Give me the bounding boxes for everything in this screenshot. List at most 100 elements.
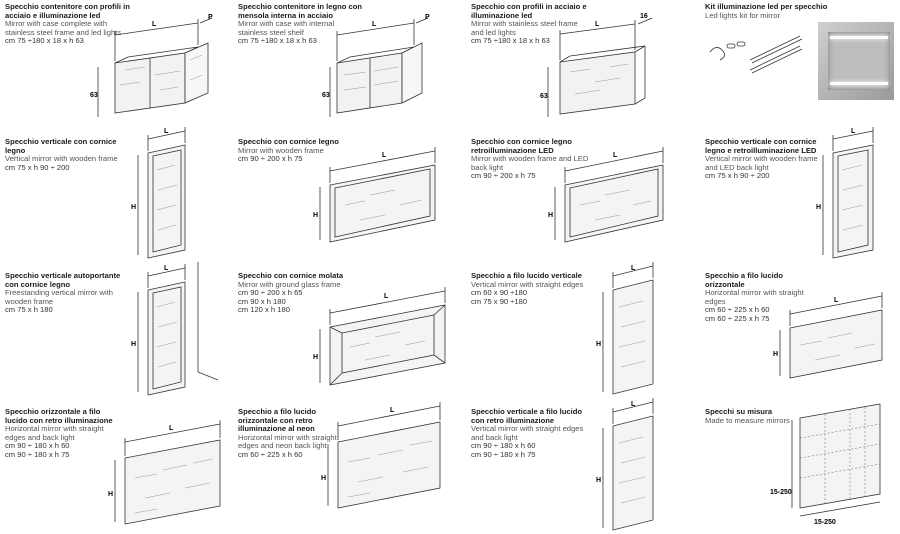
- item-desc-14: Specchio a filo lucido orizzontale con r…: [238, 407, 356, 460]
- dim-height: H: [321, 475, 326, 482]
- item-desc-11: Specchio a filo lucido verticale Vertica…: [471, 271, 589, 306]
- dim-height: H: [816, 204, 821, 211]
- dim-height: 63: [90, 92, 98, 99]
- item-size: cm 75 x 90 ÷180: [471, 296, 528, 306]
- item-desc-3: Specchio con profili in acciaio e illumi…: [471, 2, 591, 46]
- item-desc-1: Specchio contenitore con profili in acci…: [5, 2, 130, 46]
- dim-height: H: [131, 204, 136, 211]
- drawing-horizontal-backlight: L H: [108, 420, 221, 525]
- item-size: cm 60 ÷ 225 x h 60: [238, 449, 303, 459]
- item-size: cm 90 x h 180: [238, 296, 286, 306]
- dim-height: H: [773, 351, 778, 358]
- dim-depth: P: [208, 14, 213, 21]
- item-desc-4: Kit illuminazione led per specchio Led l…: [705, 2, 830, 20]
- dim-width: L: [834, 297, 839, 304]
- dim-height: 63: [540, 93, 548, 100]
- dim-depth: P: [425, 14, 430, 21]
- item-title-it: Specchio verticale con cornice legno e r…: [705, 137, 817, 155]
- dim-height: 63: [322, 92, 330, 99]
- dim-height: H: [131, 341, 136, 348]
- item-size: cm 75 ÷180 x 18 x h 63: [5, 36, 84, 46]
- led-strip-bottom: [830, 82, 888, 85]
- item-title-en: Vertical mirror with straight edges and …: [471, 424, 584, 442]
- item-title-en: Made to measure mirrors: [705, 415, 790, 425]
- item-size: cm 90 ÷ 200 x h 75: [471, 171, 536, 181]
- item-desc-12: Specchio a filo lucido orizzontale Horiz…: [705, 271, 823, 324]
- dim-width: L: [631, 265, 636, 272]
- drawing-horizontal-straight-edge: L H: [773, 292, 883, 379]
- dim-width: L: [595, 21, 600, 28]
- dim-width: L: [169, 425, 174, 432]
- drawing-horizontal-neon: L H: [321, 402, 441, 509]
- item-size: cm 90 ÷ 180 x h 60: [5, 441, 70, 451]
- item-size: cm 60 ÷ 225 x h 60: [705, 305, 770, 315]
- drawing-cabinet-wood: L P 63: [322, 14, 430, 117]
- item-desc-6: Specchio con cornice legno Mirror with w…: [238, 137, 356, 164]
- item-title-it: Specchio con cornice legno retroillumina…: [471, 137, 572, 155]
- item-title-en: Mirror with case with internal stainless…: [238, 19, 335, 37]
- led-kit-components-icon: [709, 35, 803, 74]
- dim-width: L: [164, 265, 169, 272]
- item-title-it: Kit illuminazione led per specchio: [705, 2, 828, 11]
- item-title-it: Specchio verticale a filo lucido con ret…: [471, 407, 582, 425]
- item-title-en: Freestanding vertical mirror with wooden…: [5, 288, 114, 306]
- dim-depth: 16: [640, 13, 648, 20]
- item-size: cm 90 ÷ 180 x h 75: [471, 449, 536, 459]
- drawing-vertical-straight-edge: L H: [596, 262, 654, 395]
- item-title-en: Horizontal mirror with straight edges an…: [5, 424, 104, 442]
- dim-width: L: [851, 128, 856, 135]
- item-size: cm 90 ÷ 200 x h 65: [238, 288, 303, 298]
- item-title-en: Mirror with ground glass frame: [238, 279, 341, 289]
- item-title-it: Specchi su misura: [705, 407, 773, 416]
- dim-width: L: [631, 401, 636, 408]
- item-title-en: Led lights kit for mirror: [705, 10, 781, 20]
- drawing-cabinet-steel: L P 63: [90, 14, 213, 117]
- item-size: cm 75 x h 90 ÷ 200: [5, 162, 70, 172]
- drawing-wood-frame: L H: [313, 147, 436, 243]
- item-desc-13: Specchio orizzontale a filo lucido con r…: [5, 407, 123, 460]
- dim-width: L: [152, 21, 157, 28]
- item-title-it: Specchio orizzontale a filo lucido con r…: [5, 407, 113, 425]
- led-strip-top: [830, 36, 888, 39]
- item-desc-9: Specchio verticale autoportante con corn…: [5, 271, 123, 315]
- dim-height: H: [313, 212, 318, 219]
- drawing-vertical-wood-frame: L H: [131, 127, 186, 259]
- item-title-it: Specchio contenitore in legno con mensol…: [238, 2, 363, 20]
- dim-height: 15-250: [770, 489, 792, 496]
- mirror-panel: [828, 32, 890, 90]
- drawing-wood-frame-led: L H: [548, 147, 664, 243]
- item-title-it: Specchio con cornice legno: [238, 137, 339, 146]
- item-desc-10: Specchio con cornice molata Mirror with …: [238, 271, 356, 315]
- item-desc-8: Specchio verticale con cornice legno e r…: [705, 137, 823, 181]
- item-title-en: Horizontal mirror with straight edges an…: [238, 432, 337, 451]
- item-title-it: Specchio verticale autoportante con corn…: [5, 271, 121, 289]
- item-desc-15: Specchio verticale a filo lucido con ret…: [471, 407, 589, 460]
- dim-height: H: [596, 341, 601, 348]
- item-size: cm 75 ÷180 x 18 x h 63: [238, 36, 317, 46]
- dim-width: L: [384, 293, 389, 300]
- item-size: cm 90 ÷ 180 x h 60: [471, 441, 536, 451]
- item-title-en: Vertical mirror with straight edges: [471, 279, 584, 289]
- item-size: cm 60 ÷ 225 x h 75: [705, 313, 770, 323]
- item-desc-2: Specchio contenitore in legno con mensol…: [238, 2, 363, 46]
- dim-width: L: [382, 152, 387, 159]
- dim-height: H: [548, 212, 553, 219]
- dim-height: H: [313, 354, 318, 361]
- drawing-freestanding-mirror: L H: [131, 262, 219, 396]
- item-title-it: Specchio con cornice molata: [238, 271, 344, 280]
- drawing-mirror-steel-led: L 16 63: [540, 13, 653, 117]
- item-title-en: Vertical mirror with wooden frame: [5, 154, 118, 164]
- dim-width: L: [164, 128, 169, 135]
- item-title-en: Mirror with stainless steel frame and le…: [471, 19, 578, 37]
- item-desc-16: Specchi su misura Made to measure mirror…: [705, 407, 823, 425]
- item-title-en: Mirror with wooden frame: [238, 145, 324, 155]
- item-title-en: Vertical mirror with wooden frame and LE…: [705, 154, 818, 172]
- item-desc-5: Specchio verticale con cornice legno Ver…: [5, 137, 123, 172]
- drawing-vertical-wood-frame-led: L H: [816, 127, 874, 259]
- item-desc-7: Specchio con cornice legno retroillumina…: [471, 137, 589, 181]
- drawing-vertical-backlight: L H: [596, 398, 654, 531]
- item-title-it: Specchio a filo lucido orizzontale con r…: [238, 407, 317, 434]
- item-size: cm 90 ÷ 180 x h 75: [5, 449, 70, 459]
- item-title-it: Specchio contenitore con profili in acci…: [5, 2, 130, 20]
